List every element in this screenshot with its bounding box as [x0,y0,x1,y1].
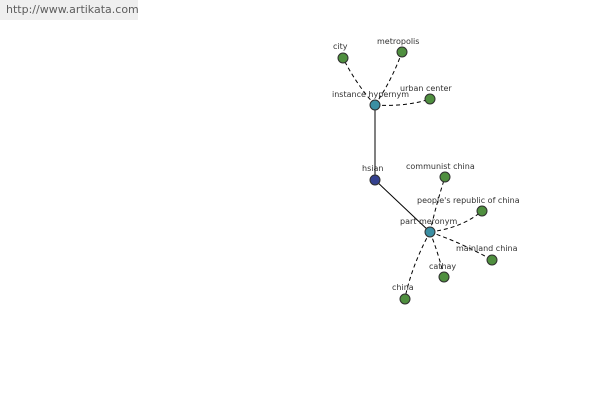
label-china: china [392,283,414,292]
node-hsian[interactable] [369,174,381,186]
label-urban-center: urban center [400,84,452,93]
node-instance-hypernym[interactable] [369,99,381,111]
node-part-meronym[interactable] [424,226,436,238]
node-cathay[interactable] [438,271,450,283]
label-part-meronym: part meronym [400,217,457,226]
node-metropolis[interactable] [396,46,408,58]
label-instance-hypernym: instance hypernym [332,90,409,99]
edge-instance-hypernym-metropolis [374,51,403,106]
node-peoples-republic-of-china[interactable] [476,205,488,217]
edge-hsian-part-meronym [374,179,431,233]
label-communist-china: communist china [406,162,475,171]
node-communist-china[interactable] [439,171,451,183]
label-mainland-china: mainland china [456,244,518,253]
node-urban-center[interactable] [424,93,436,105]
watermark-url: http://www.artikata.com [0,0,139,20]
label-city: city [333,42,348,51]
edge-part-meronym-china [404,231,431,299]
edge-instance-hypernym-urban-center [374,98,431,106]
label-cathay: cathay [429,262,456,271]
node-china[interactable] [399,293,411,305]
label-metropolis: metropolis [377,37,419,46]
node-city[interactable] [337,52,349,64]
label-peoples-republic-of-china: people's republic of china [417,196,520,205]
node-mainland-china[interactable] [486,254,498,266]
label-hsian: hsian [362,164,383,173]
